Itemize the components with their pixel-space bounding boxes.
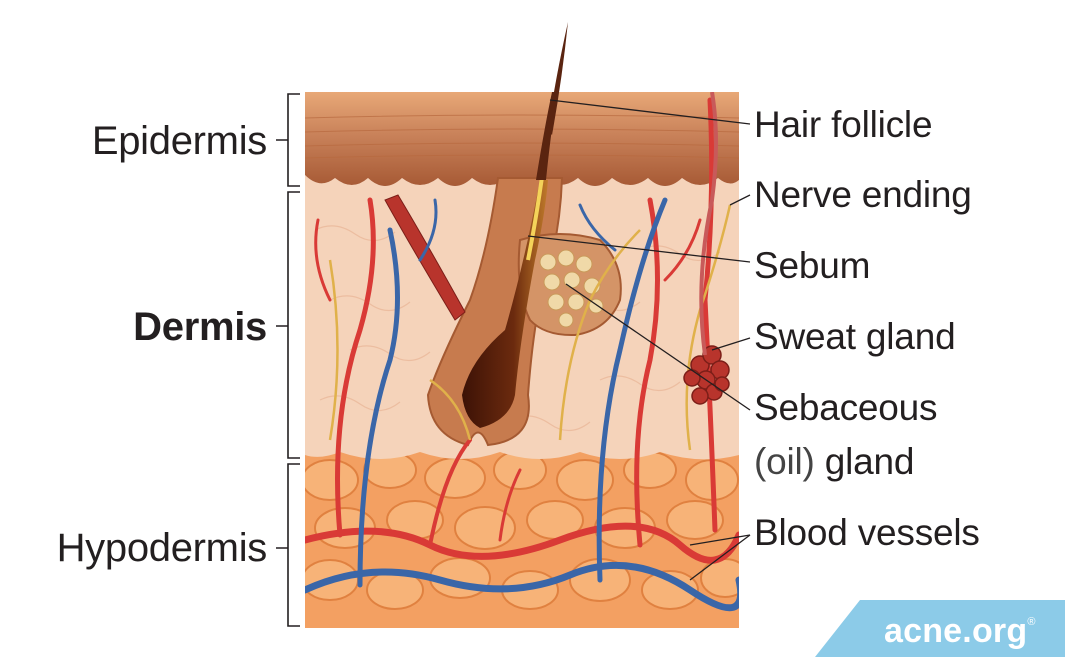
oil-annotation: (oil) (754, 441, 815, 482)
epidermis-bracket (276, 93, 300, 187)
blood-vessels-pointer-2 (689, 534, 751, 581)
brand-logo: acne.org® (884, 612, 1036, 651)
gland-word: gland (824, 441, 915, 482)
skin-block (305, 92, 739, 628)
epidermis-striations (305, 114, 739, 159)
brand-ribbon (815, 600, 1065, 657)
vein (305, 561, 739, 612)
sebaceous-label-line1: Sebaceous (754, 387, 938, 428)
nerve-ending-label: Nerve ending (754, 174, 972, 215)
sweat-gland-pointer (711, 337, 751, 351)
hypodermis-label: Hypodermis (56, 526, 268, 570)
dermis-bracket (276, 191, 300, 459)
sebum-pointer (527, 235, 751, 263)
blood-vessels-pointer-1 (689, 534, 751, 546)
dermis-label: Dermis (133, 305, 267, 349)
sweat-gland-label: Sweat gland (754, 316, 956, 357)
hair-above-skin (536, 92, 557, 180)
hair-shaft (462, 180, 548, 428)
blood-vessels (305, 97, 739, 612)
sebum-label: Sebum (754, 245, 871, 286)
hair-follicle-label: Hair follicle (754, 104, 933, 145)
registered-mark: ® (1027, 616, 1036, 628)
arrector-pili-muscle (384, 194, 466, 321)
hypodermis-bracket (276, 463, 300, 627)
epidermis-layer (305, 92, 739, 186)
artery (305, 522, 739, 564)
pointer-lines (527, 99, 751, 581)
sebaceous-pointer (565, 283, 751, 411)
nerve-ending-pointer (729, 194, 751, 206)
nerves (328, 204, 732, 451)
epidermis-label: Epidermis (91, 119, 267, 163)
blood-vessels-label: Blood vessels (754, 512, 980, 553)
brand-name: acne.org (884, 612, 1028, 650)
sebaceous-label-line2: (oil) gland (754, 442, 914, 482)
layer-brackets (276, 93, 300, 627)
sebaceous-lobules (539, 249, 604, 328)
hair-follicle-pointer (549, 99, 751, 125)
sweat-duct (699, 92, 718, 356)
